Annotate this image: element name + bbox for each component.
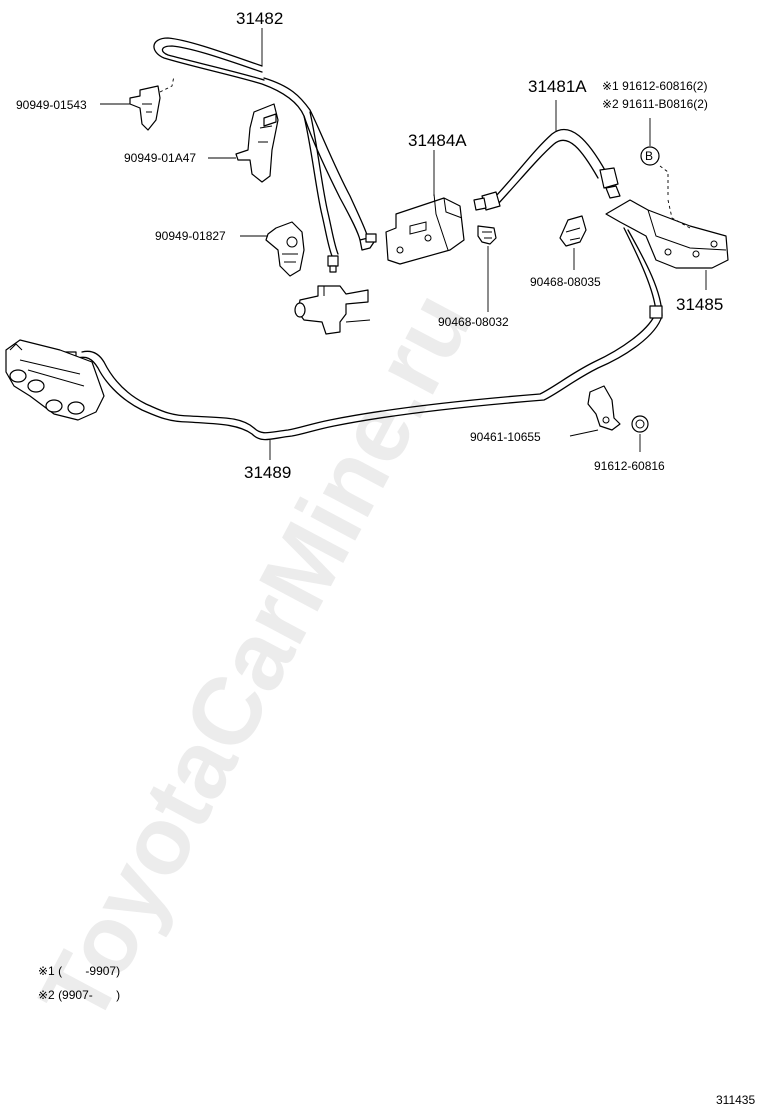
label-31484a: 31484A: [408, 131, 467, 150]
label-90468-08035: 90468-08035: [530, 275, 601, 289]
clamp-90461-10655: [569, 385, 621, 437]
bracket-31485: [605, 199, 729, 290]
note-2: ※2 91611-B0816(2): [602, 97, 708, 111]
nut-b-marker: B: [640, 118, 669, 196]
label-90949-01543: 90949-01543: [16, 98, 87, 112]
label-90949-01a47: 90949-01A47: [124, 151, 196, 165]
nut-91612-60816: [631, 415, 649, 452]
clip-90949-01543: [100, 75, 175, 131]
label-90949-01827: 90949-01827: [155, 229, 226, 243]
label-31485: 31485: [676, 295, 723, 314]
label-90461-10655: 90461-10655: [470, 430, 541, 444]
label-91612-60816: 91612-60816: [594, 459, 665, 473]
clip-90468-08035: [559, 215, 587, 270]
brake-tube-31482: [153, 37, 377, 273]
label-90468-08032: 90468-08032: [438, 315, 509, 329]
clip-90468-08032: [477, 225, 497, 312]
bracket-31484a: [385, 150, 465, 265]
legend-1: ※1 ( -9907): [38, 964, 120, 978]
legend-2: ※2 (9907- ): [38, 988, 120, 1002]
three-way-union: [294, 285, 371, 335]
figure-id: 311435: [716, 1093, 755, 1107]
clip-90949-01a47: [208, 103, 279, 183]
junction-block: [5, 339, 105, 421]
note-1: ※1 91612-60816(2): [602, 79, 707, 93]
label-31489: 31489: [244, 463, 291, 482]
flex-hose-31481a: [473, 100, 621, 211]
label-31482: 31482: [236, 9, 283, 28]
label-31481a: 31481A: [528, 77, 587, 96]
nut-b-label: B: [645, 149, 653, 163]
clip-90949-01827: [240, 221, 305, 277]
